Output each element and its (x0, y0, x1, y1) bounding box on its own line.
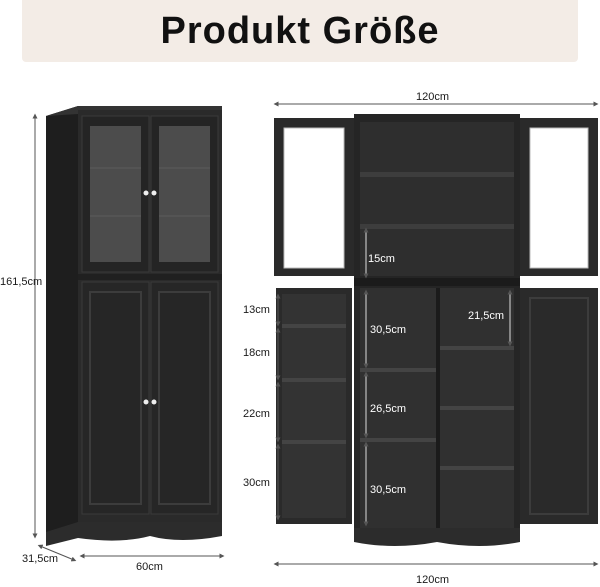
label-middle-2: 26,5cm (370, 403, 407, 415)
open-cabinet (273, 101, 599, 567)
lower-right-door (150, 281, 219, 515)
upper-left-glass (90, 126, 141, 262)
label-height: 161,5cm (0, 276, 43, 288)
upper-right-glass (159, 126, 210, 262)
closed-cabinet (32, 106, 225, 562)
lower-left-door (81, 281, 150, 515)
label-width-closed: 60cm (136, 561, 163, 573)
label-upper-shelf: 15cm (368, 253, 395, 265)
label-depth: 31,5cm (22, 553, 59, 565)
cabinet-side-face (46, 106, 78, 538)
glass-panel (283, 127, 345, 269)
depth-dimension-line (37, 544, 77, 562)
label-left-shelf-2: 18cm (243, 347, 270, 359)
knob (143, 399, 149, 405)
label-middle-3: 30,5cm (370, 484, 407, 496)
open-lower-right-door (520, 288, 598, 524)
label-left-shelf-1: 13cm (243, 304, 270, 316)
label-left-shelf-3: 22cm (243, 408, 270, 420)
label-width-top: 120cm (416, 91, 450, 103)
cabinet-base (46, 522, 222, 546)
page-title: Produkt Größe (160, 10, 440, 52)
knob (143, 190, 149, 196)
label-right-1: 21,5cm (468, 310, 505, 322)
glass-panel (529, 127, 589, 269)
label-middle-1: 30,5cm (370, 324, 407, 336)
title-band (22, 0, 578, 62)
label-left-shelf-4: 30cm (243, 477, 270, 489)
label-width-bottom: 120cm (416, 574, 450, 586)
knob (151, 399, 157, 405)
knob (151, 190, 157, 196)
